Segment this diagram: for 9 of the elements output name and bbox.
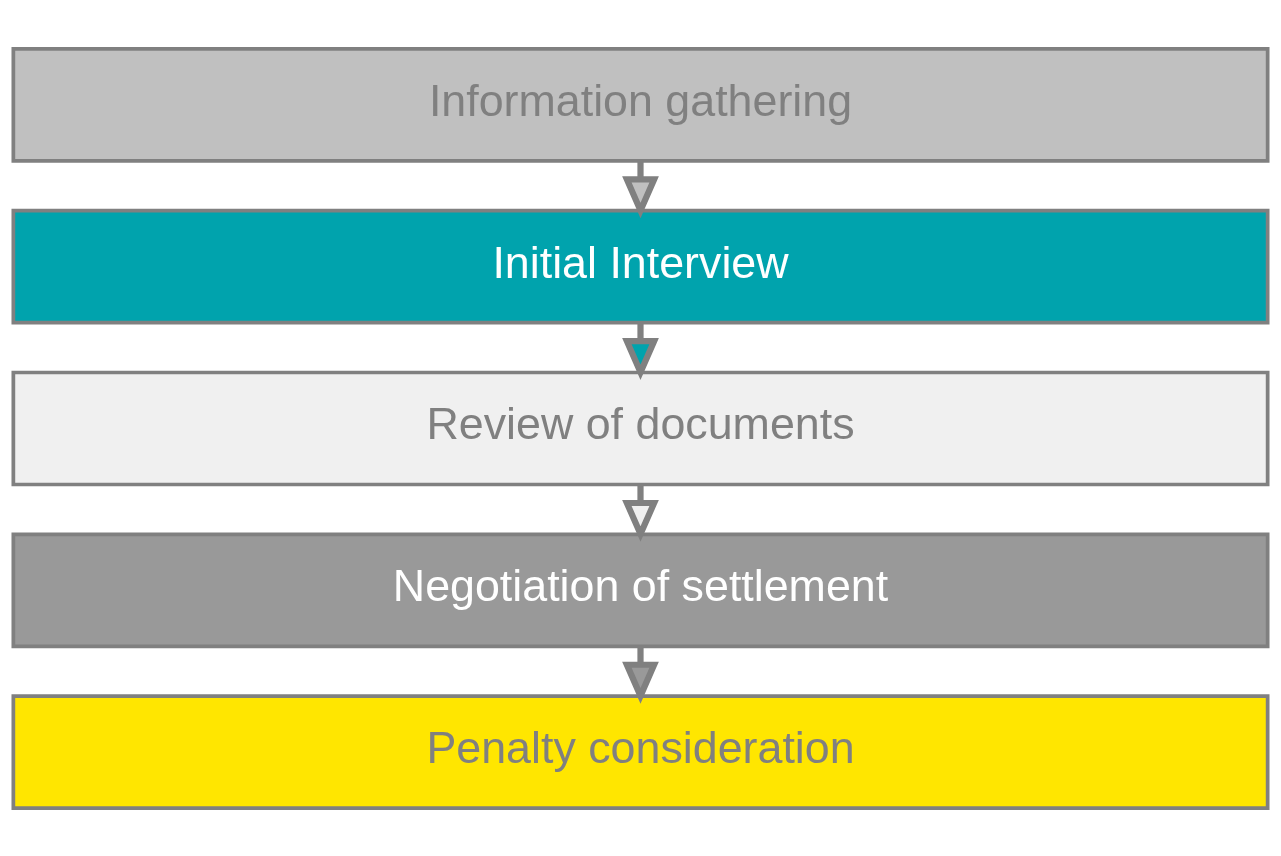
node-box: Negotiation of settlement <box>11 531 1270 648</box>
node-box: Review of documents <box>11 370 1270 486</box>
arrow <box>622 484 659 542</box>
node-box: Information gathering <box>11 46 1270 163</box>
node-box: Initial Interview <box>11 208 1270 325</box>
node-box: Penalty consideration <box>11 693 1270 810</box>
arrow <box>622 645 659 704</box>
arrow <box>622 160 659 218</box>
arrow <box>622 322 659 380</box>
